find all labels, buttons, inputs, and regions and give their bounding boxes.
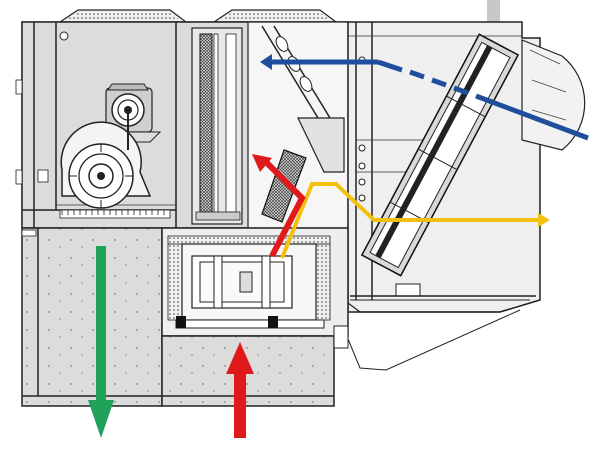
- exhaust-air-arrow: [280, 182, 550, 259]
- return-air-arrow-bottom: [226, 342, 254, 438]
- heat-recovery-section: [347, 21, 541, 313]
- filter-icon: [191, 27, 243, 225]
- plenum-section: [161, 325, 349, 407]
- return-fan-section: [161, 227, 349, 337]
- return-air-arrow-top: [252, 154, 306, 258]
- outdoor-air-arrow: [260, 54, 589, 141]
- roof-hoods: [58, 9, 338, 23]
- fan-icon: [60, 110, 152, 209]
- damper-icon: [261, 149, 307, 223]
- supply-air-arrow: [88, 246, 114, 438]
- supply-section: [21, 227, 163, 407]
- rain-hood-icon: [521, 39, 586, 151]
